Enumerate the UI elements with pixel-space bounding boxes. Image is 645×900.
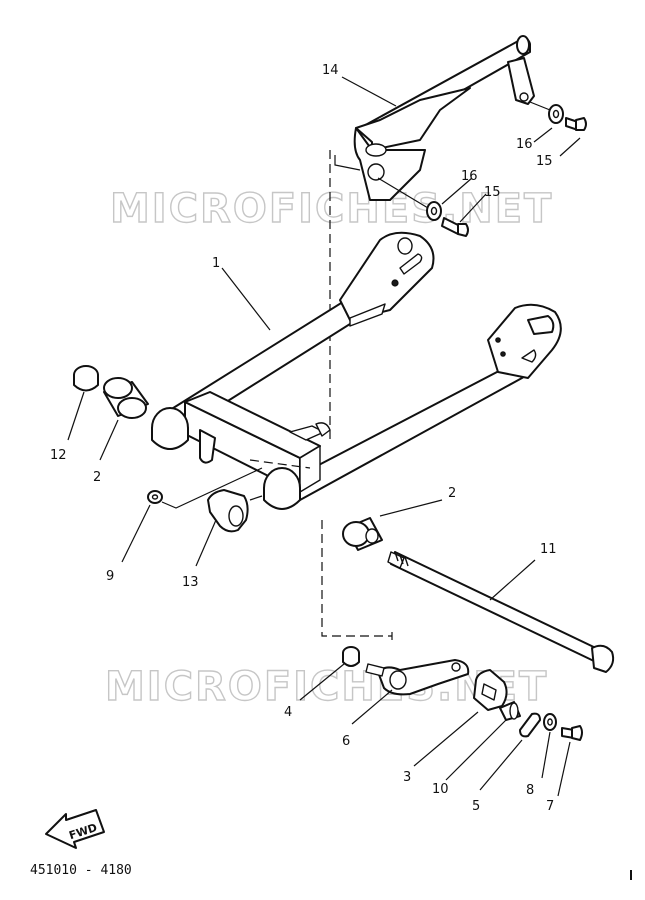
callout-9: 9: [106, 569, 114, 584]
callout-6: 6: [342, 734, 350, 749]
pin-10: [499, 701, 521, 721]
callout-15-middle: 15: [484, 185, 501, 200]
callout-14: 14: [322, 63, 339, 78]
bolt-15-middle: [441, 217, 469, 237]
washer-16-upper: [548, 104, 564, 124]
watermark-top: MICROFICHES.NET: [110, 186, 553, 232]
callout-3: 3: [403, 770, 411, 785]
callout-8: 8: [526, 783, 534, 798]
callout-10: 10: [432, 782, 449, 797]
block-3: [473, 669, 508, 711]
callout-1: 1: [212, 256, 220, 271]
bushing-2-right: [342, 517, 383, 551]
callout-11: 11: [540, 542, 557, 557]
callout-7: 7: [546, 799, 554, 814]
washer-16-middle: [426, 201, 442, 221]
bolt-7: [561, 725, 583, 741]
callout-16-middle: 16: [461, 169, 478, 184]
callout-16-upper: 16: [516, 137, 533, 152]
pivot-shaft-11: [387, 551, 615, 673]
washer-9: [147, 490, 163, 504]
bolt-15-upper: [565, 117, 587, 131]
main-stand-frame-1: [151, 231, 562, 510]
callout-5: 5: [472, 799, 480, 814]
stopper-13: [207, 489, 249, 533]
callout-12: 12: [50, 448, 67, 463]
edge-mark: [630, 870, 632, 880]
watermark-bottom: MICROFICHES.NET: [105, 664, 548, 710]
brake-lever-14: [334, 35, 535, 201]
plate-5: [519, 712, 541, 738]
callout-13: 13: [182, 575, 199, 590]
bushing-2-left: [103, 377, 149, 419]
callout-2-left: 2: [93, 470, 101, 485]
part-code: 451010 - 4180: [30, 863, 132, 878]
callout-2-right: 2: [448, 486, 456, 501]
collar-4: [342, 646, 360, 667]
fwd-arrow-icon: FWD: [45, 809, 105, 849]
callout-15-upper: 15: [536, 154, 553, 169]
arm-6: [365, 659, 470, 696]
cap-nut-12: [73, 365, 99, 392]
spring-washer-8: [543, 713, 557, 731]
callout-4: 4: [284, 705, 292, 720]
